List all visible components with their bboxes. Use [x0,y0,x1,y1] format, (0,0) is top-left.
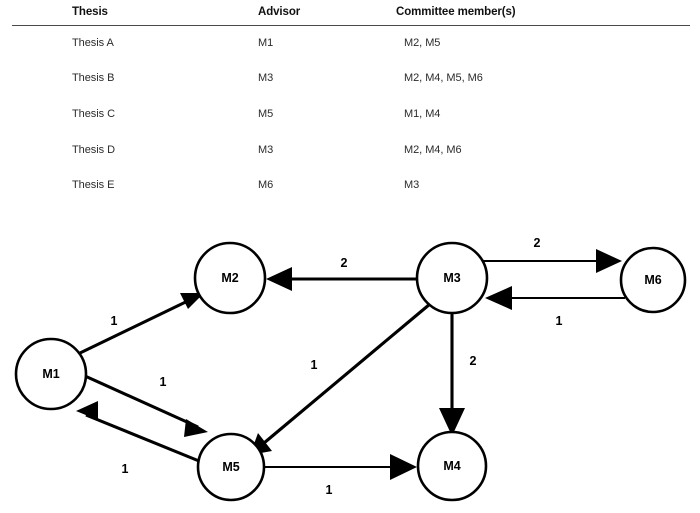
edge-weight-m3-m6: 2 [534,236,541,250]
table-row: Thesis C [72,108,115,120]
table-row: M6 [258,179,274,191]
table-row: M1, M4 [404,108,441,120]
node-m5-label: M5 [222,460,239,474]
edge-weight-m3-m2: 2 [341,256,348,270]
node-m5[interactable]: M5 [196,432,266,502]
table-header-thesis: Thesis [72,6,108,18]
edge-m3-m5 [250,302,431,455]
node-m3[interactable]: M3 [415,241,489,315]
edge-m3-m4 [439,312,465,436]
table-row: M3 [258,72,274,84]
table-row: M5 [258,108,274,120]
node-m2[interactable]: M2 [193,241,267,315]
edge-m5-m1 [76,401,200,463]
edge-m6-m3 [485,286,625,310]
table-row: M2, M4, M6 [404,144,462,156]
table-row: Thesis A [72,37,114,49]
committee-graph-diagram: M1 M2 M3 M4 M5 M6 1 1 1 2 2 1 1 2 1 [0,205,700,513]
node-m1-label: M1 [42,367,59,381]
edge-weight-m6-m3: 1 [556,314,563,328]
edge-weight-m5-m1: 1 [122,462,129,476]
table-row: M3 [258,144,274,156]
edge-m3-m2 [266,267,417,291]
edge-weight-m5-m4: 1 [326,483,333,497]
node-m6[interactable]: M6 [619,246,687,314]
table-row: M3 [404,179,420,191]
edge-weight-m3-m4: 2 [470,354,477,368]
node-m1[interactable]: M1 [14,337,88,411]
thesis-advisor-table: Thesis Advisor Committee member(s) Thesi… [0,0,700,210]
edge-m3-m6 [480,249,622,273]
edge-m1-m2 [79,293,204,355]
table-row: Thesis E [72,179,115,191]
table-row: Thesis D [72,144,115,156]
table-header-divider [12,25,690,26]
node-m4[interactable]: M4 [416,430,488,502]
edge-m5-m4 [264,454,417,480]
table-row: M1 [258,37,274,49]
edge-weight-m1-m2: 1 [111,314,118,328]
node-m6-label: M6 [644,273,661,287]
node-m4-label: M4 [443,459,460,473]
edge-weight-m3-m5: 1 [311,358,318,372]
table-header-advisor: Advisor [258,6,301,18]
table-row: M2, M4, M5, M6 [404,72,483,84]
edge-weight-m1-m5: 1 [160,375,167,389]
edge-m1-m5 [84,374,208,437]
node-m2-label: M2 [221,271,238,285]
node-m3-label: M3 [443,271,460,285]
table-row: Thesis B [72,72,115,84]
table-header-committee: Committee member(s) [396,6,516,18]
table-row: M2, M5 [404,37,441,49]
